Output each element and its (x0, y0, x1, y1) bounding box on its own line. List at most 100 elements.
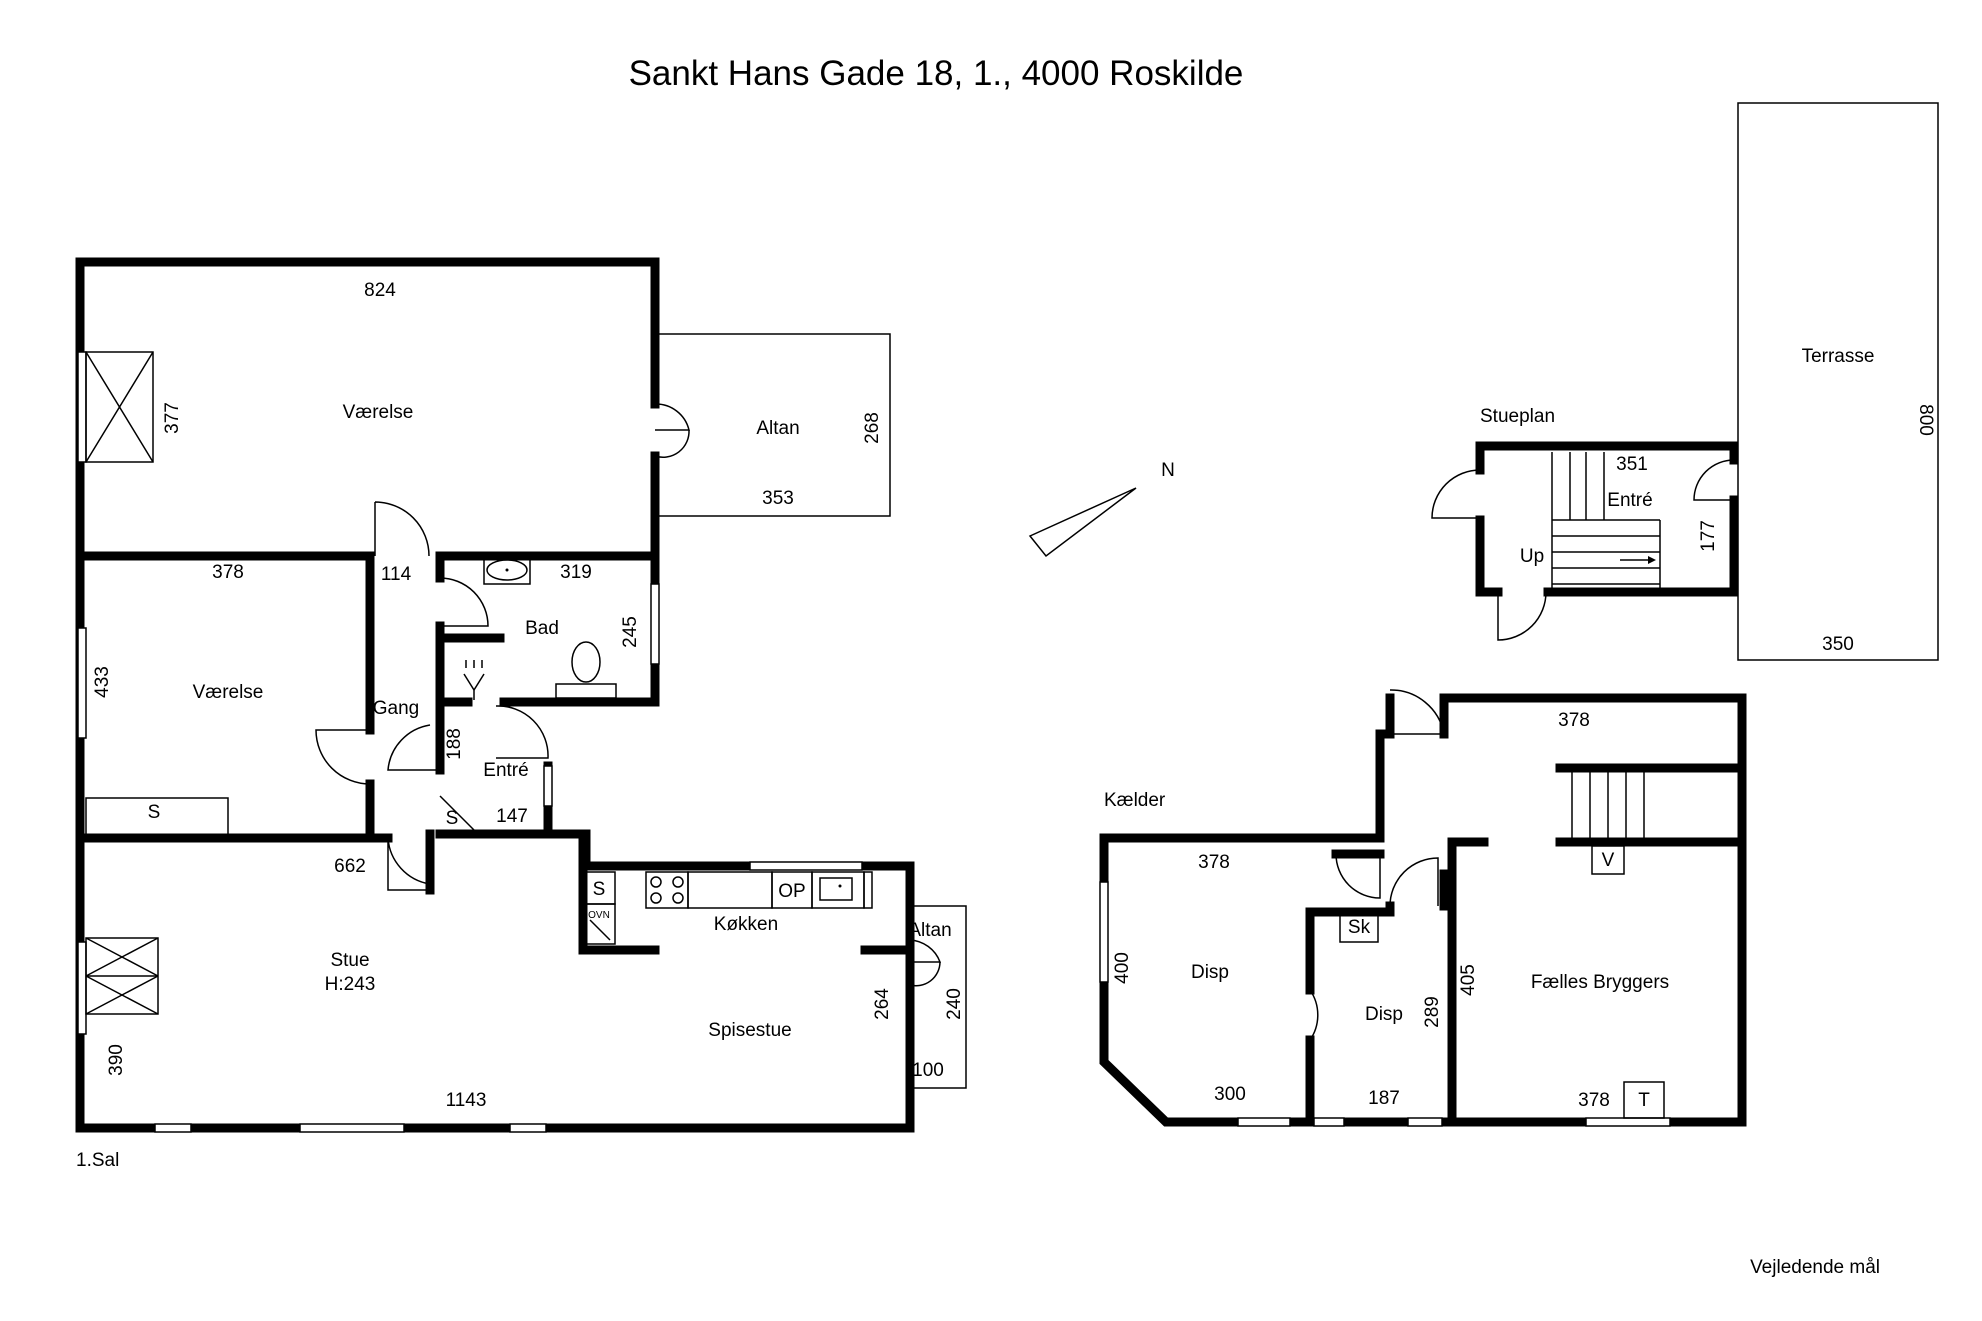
skylight (85, 351, 154, 463)
door (1693, 459, 1735, 501)
room-height-label: H:243 (325, 974, 376, 995)
dimension-label: 268 (862, 412, 883, 444)
window (77, 627, 87, 739)
shower-icon (463, 660, 485, 700)
fixture-label: OP (778, 881, 805, 902)
window (1099, 881, 1109, 983)
room-label: Gang (373, 698, 419, 719)
first-floor-plan: 824 377 Værelse Altan 268 353 378 433 Væ… (75, 257, 967, 1171)
door (1389, 857, 1439, 907)
fixture-label: T (1638, 1090, 1650, 1111)
room-label: Altan (756, 418, 799, 439)
room-label: Entré (1607, 490, 1652, 511)
wall (1475, 515, 1503, 597)
dimension-label: 390 (106, 1044, 127, 1076)
room-label: Køkken (714, 914, 778, 935)
hob-icon (645, 871, 689, 909)
dimension-label: 824 (364, 280, 396, 301)
fixture-box (1339, 911, 1379, 943)
window (1407, 1117, 1443, 1127)
room-label: Værelse (193, 682, 264, 703)
floor-label: 1.Sal (76, 1150, 119, 1171)
room-label: Altan (908, 920, 951, 941)
balcony-outline (655, 333, 891, 517)
basement-plan: Kælder (1099, 689, 1747, 1127)
dimension-label: 264 (872, 988, 893, 1020)
oven-icon (582, 903, 616, 945)
dimension-label: 353 (762, 488, 794, 509)
room-label: Terrasse (1802, 346, 1875, 367)
dimension-label: 800 (1915, 404, 1936, 436)
dimension-label: 350 (1822, 634, 1854, 655)
wall (1375, 693, 1395, 843)
window (543, 765, 553, 807)
dimension-label: 319 (560, 562, 592, 583)
window (1313, 1117, 1345, 1127)
door (1389, 689, 1445, 735)
counter (687, 871, 773, 909)
north-arrow-icon: N (1028, 460, 1175, 558)
dimension-label: 662 (334, 856, 366, 877)
dimension-label: 378 (1558, 710, 1590, 731)
door (374, 501, 430, 557)
door (439, 577, 489, 627)
dimension-label: 245 (620, 616, 641, 648)
wardrobe (85, 797, 229, 839)
dimension-label: 114 (381, 564, 412, 585)
dimension-label: 377 (162, 402, 183, 434)
fixture-box (1623, 1081, 1665, 1119)
dimension-label: 351 (1616, 454, 1648, 475)
room-label: Fælles Bryggers (1531, 972, 1669, 993)
room-label: Spisestue (708, 1020, 791, 1041)
door (1497, 591, 1547, 641)
door (495, 705, 549, 759)
window (749, 861, 863, 871)
dimension-label: 433 (92, 666, 113, 698)
fixture-box (1591, 845, 1625, 875)
wall (1543, 495, 1739, 597)
door (1309, 989, 1319, 1041)
window (299, 1123, 405, 1133)
room-label: Entré (483, 760, 528, 781)
plan-title: Sankt Hans Gade 18, 1., 4000 Roskilde (629, 54, 1244, 93)
fixture-label: S (446, 808, 459, 829)
skylight (85, 937, 159, 1015)
floor-label: Stueplan (1480, 406, 1555, 427)
staircase (1555, 763, 1747, 847)
dimension-label: 188 (444, 728, 465, 760)
dimension-label: 100 (912, 1060, 944, 1081)
terrace-outline (1737, 102, 1939, 661)
dimension-label: 378 (212, 562, 244, 583)
dimension-label: 300 (1214, 1084, 1246, 1105)
oven-icon (589, 919, 611, 941)
compass-label: N (1161, 460, 1175, 481)
stair-label: Up (1520, 546, 1544, 567)
window (650, 583, 660, 665)
wall (75, 257, 660, 409)
room-label: Disp (1365, 1004, 1403, 1025)
fixture-label: OVN (588, 910, 610, 921)
window (509, 1123, 547, 1133)
fixture-label: S (148, 802, 161, 823)
dimension-label: 289 (1422, 996, 1443, 1028)
counter (863, 871, 873, 909)
dimension-label: 1143 (446, 1090, 487, 1111)
dimension-label: 405 (1458, 964, 1479, 996)
window (77, 941, 87, 1035)
room-label: Disp (1191, 962, 1229, 983)
dimension-label: 187 (1368, 1088, 1400, 1109)
door (654, 403, 690, 459)
door (909, 939, 942, 987)
window (77, 351, 87, 463)
dimension-label: 378 (1578, 1090, 1610, 1111)
dimension-label: 400 (1112, 952, 1133, 984)
door (387, 724, 440, 771)
wall (1475, 441, 1739, 465)
floor-label: Kælder (1104, 790, 1166, 811)
ground-floor-plan: Stueplan Terrasse 800 350 (1431, 102, 1939, 661)
footer-note: Vejledende mål (1750, 1257, 1880, 1278)
dimension-label: 177 (1698, 520, 1719, 552)
door (1335, 853, 1381, 899)
window (1237, 1117, 1291, 1127)
